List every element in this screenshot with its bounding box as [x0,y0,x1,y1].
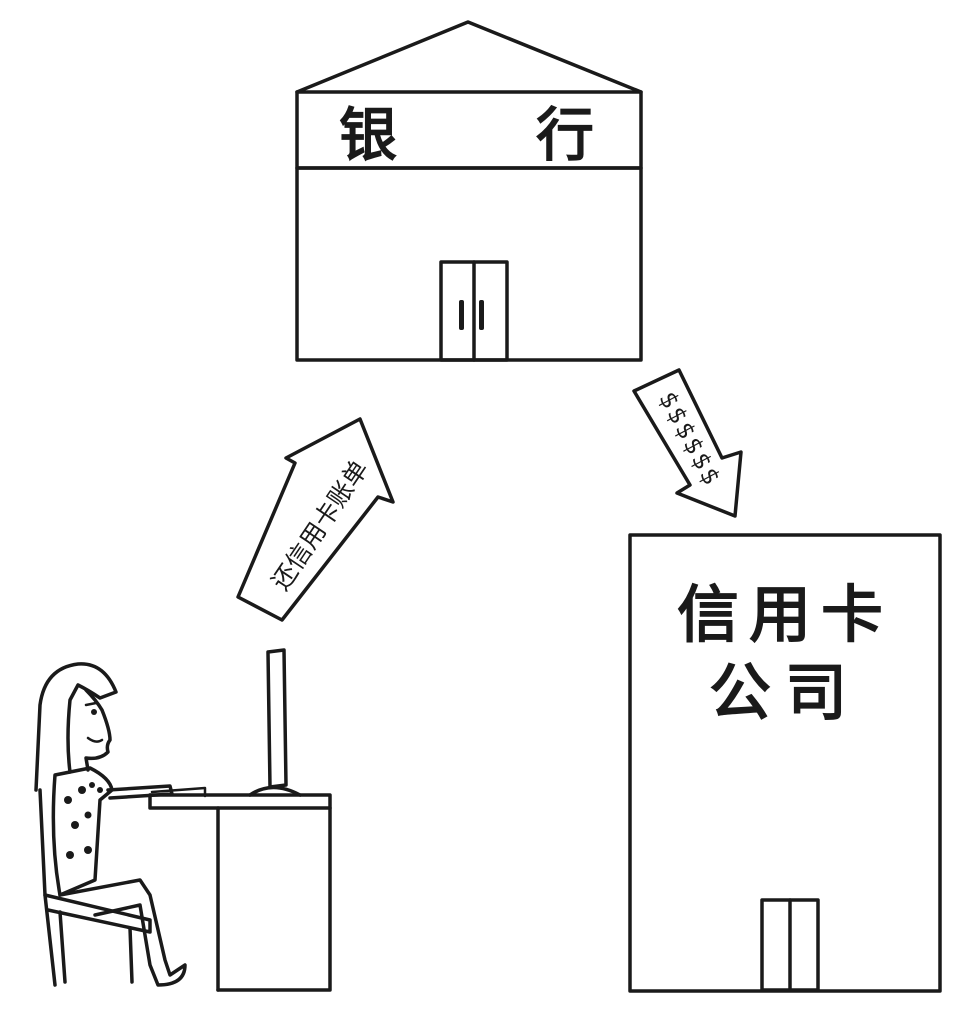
payment-arrow: 还信用卡账单 [236,417,395,622]
person-shirt [51,766,114,897]
bank-title-char-2: 行 [536,101,594,169]
person-arm [106,784,174,800]
company-title-line-2: 公司 [709,656,861,729]
company-title-line-1: 信用卡 [677,578,893,651]
bank-building: 银 行 [295,20,643,362]
bank-title-char-1: 银 [339,101,397,169]
payment-arrow-shape [236,417,395,622]
desk [148,793,332,992]
credit-card-company-building: 信用卡 公司 [628,533,942,993]
computer-monitor [248,648,302,797]
person [34,662,187,987]
chair [38,788,152,987]
person-legs [58,878,187,987]
bank-roof [295,20,643,94]
shirt-pattern [64,782,103,859]
money-arrow: $$$$$$ [632,368,743,518]
company-door [760,898,820,992]
person-face [84,688,112,772]
person-hair [34,662,118,792]
bank-door [439,260,509,362]
bank-body [295,166,643,362]
money-arrow-shape [632,368,743,518]
